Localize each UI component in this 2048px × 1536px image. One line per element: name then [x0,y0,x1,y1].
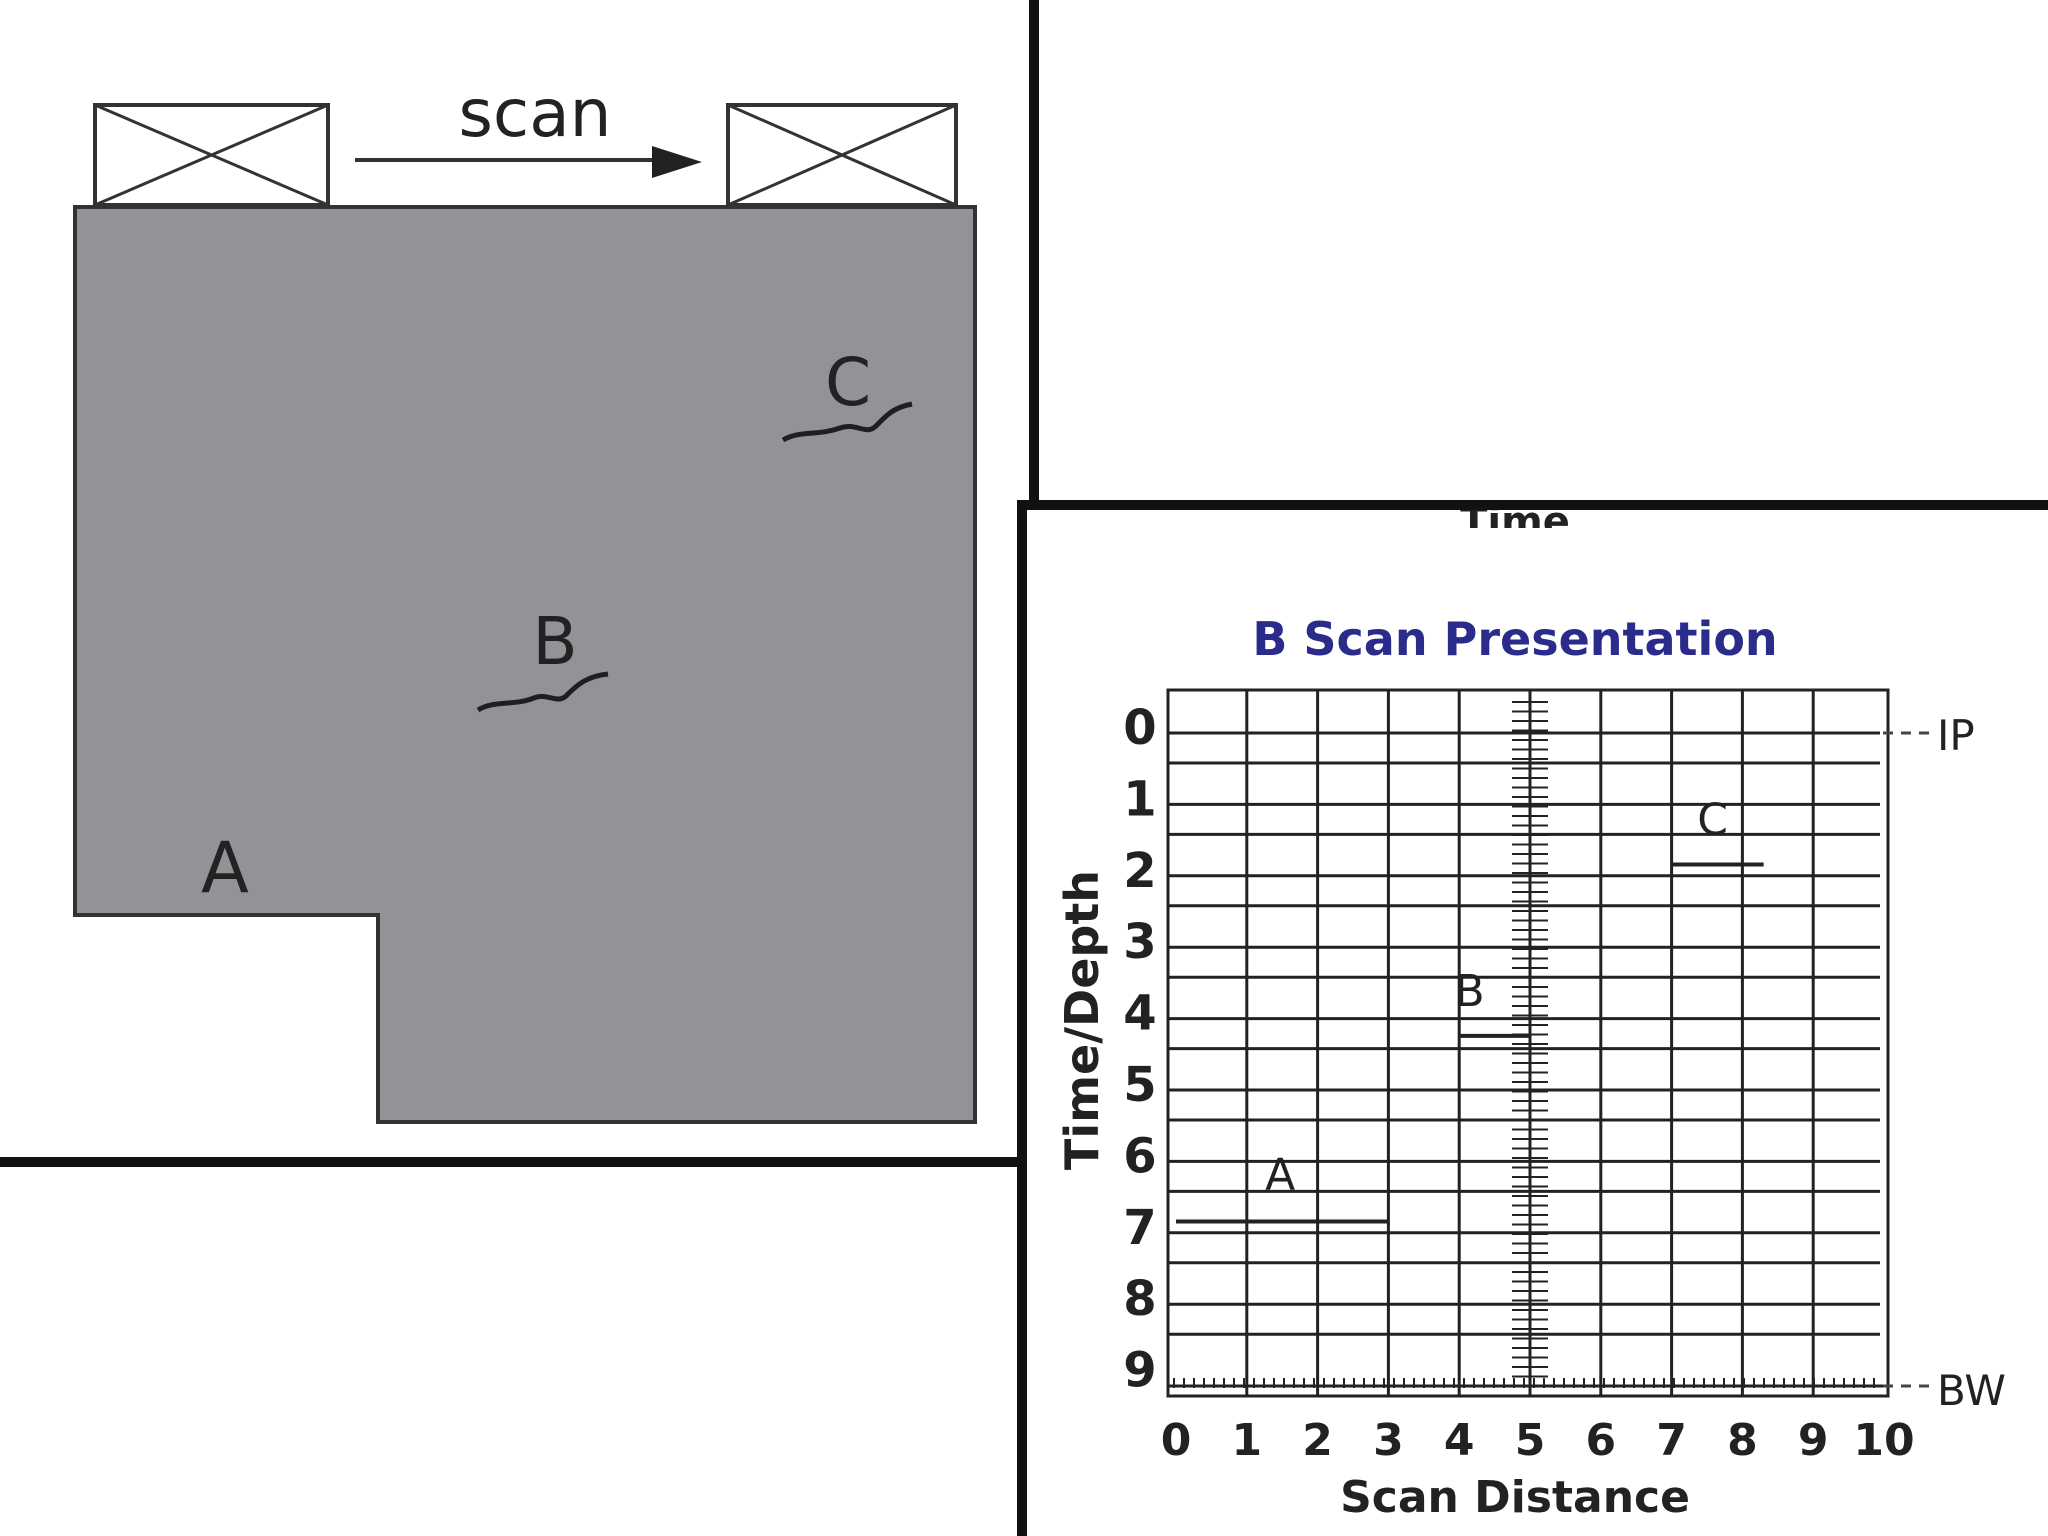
flaw-a-label: A [201,827,249,909]
x-tick-label-9: 9 [1798,1415,1829,1466]
x-tick-label-2: 2 [1302,1415,1333,1466]
y-tick-label-7: 7 [1123,1200,1156,1256]
x-tick-label-5: 5 [1515,1415,1546,1466]
x-axis-title: Scan Distance [1340,1472,1690,1523]
scan-label: scan [459,75,612,152]
y-tick-label-8: 8 [1123,1271,1156,1327]
x-tick-label-1: 1 [1231,1415,1262,1466]
flaw-indication-label-a: A [1265,1150,1295,1201]
y-tick-label-9: 9 [1123,1343,1156,1399]
y-tick-label-0: 0 [1123,700,1156,756]
y-axis-title: Time/Depth [1055,870,1109,1170]
y-tick-label-2: 2 [1123,843,1156,899]
ip-marker-label: IP [1937,711,1975,760]
x-tick-label-7: 7 [1656,1415,1687,1466]
flaw-b-label: B [532,603,577,680]
y-tick-label-6: 6 [1123,1128,1156,1184]
y-tick-label-4: 4 [1123,986,1156,1042]
x-tick-label-4: 4 [1444,1415,1475,1466]
flaw-indication-label-b: B [1455,966,1485,1017]
plot-flaws: A B C [1176,795,1764,1224]
flaw-c-label: C [825,344,871,421]
transducer-end-icon [726,103,958,207]
specimen-panel: scan C B A [0,0,1032,1163]
flaw-c-squiggle [781,401,913,443]
bw-marker-label: BW [1937,1366,2006,1415]
x-tick-label-6: 6 [1585,1415,1616,1466]
x-tick-label-3: 3 [1373,1415,1404,1466]
bscan-title: B Scan Presentation [1252,612,1777,666]
y-tick-label-5: 5 [1123,1057,1156,1113]
y-tick-label-1: 1 [1123,771,1156,827]
clipped-title-fragment: Time [1460,499,1570,545]
x-tick-label-0: 0 [1161,1415,1192,1466]
x-tick-label-10: 10 [1853,1415,1914,1466]
y-tick-label-3: 3 [1123,914,1156,970]
flaw-b-squiggle [476,671,609,713]
plot-grid [1168,690,1930,1396]
scan-arrow-icon [355,146,702,178]
flaw-indication-label-c: C [1697,795,1728,846]
x-tick-label-8: 8 [1727,1415,1758,1466]
specimen-part [73,205,977,1124]
transducer-start-icon [93,103,330,207]
